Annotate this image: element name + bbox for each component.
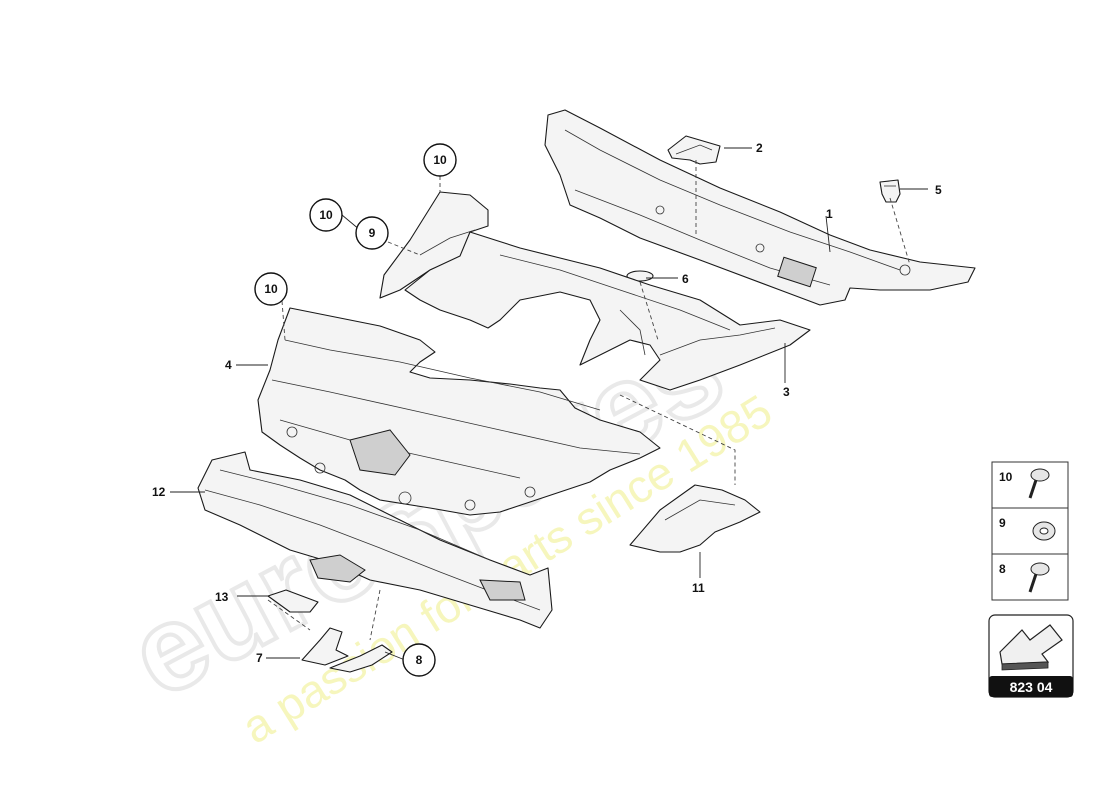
diagram-code: 823 04 bbox=[1010, 679, 1053, 695]
washer-icon bbox=[1032, 521, 1056, 541]
callout-6: 6 bbox=[682, 272, 689, 286]
callout-8: 8 bbox=[416, 653, 423, 667]
fastener-legend: 10 9 8 bbox=[991, 461, 1069, 601]
callout-12: 12 bbox=[152, 485, 166, 499]
callout-10-low: 10 bbox=[264, 282, 278, 296]
legend-number-9: 9 bbox=[999, 516, 1006, 530]
callout-9: 9 bbox=[369, 226, 376, 240]
diagram-code-badge: 823 04 bbox=[988, 614, 1074, 698]
part-3-upper-pan bbox=[404, 231, 811, 391]
part-13-bracket bbox=[267, 589, 319, 613]
part-8-bracket bbox=[329, 644, 393, 673]
legend-number-8: 8 bbox=[999, 562, 1006, 576]
legend-number-10: 10 bbox=[999, 470, 1013, 484]
part-12-front-beam bbox=[197, 451, 553, 629]
callout-5: 5 bbox=[935, 183, 942, 197]
part-1-crossmember bbox=[544, 109, 976, 306]
callout-11: 11 bbox=[692, 581, 705, 595]
callout-4: 4 bbox=[225, 358, 232, 372]
callout-3: 3 bbox=[783, 385, 790, 399]
part-11-shield bbox=[629, 484, 761, 553]
callout-10-mid: 10 bbox=[319, 208, 333, 222]
callouts: 1 2 3 4 5 6 7 11 12 13 10 10 9 10 8 bbox=[152, 141, 942, 677]
part-6-grommet bbox=[626, 270, 654, 282]
callout-1: 1 bbox=[826, 207, 833, 221]
bolt-icon bbox=[1028, 562, 1050, 593]
arrow-icon bbox=[999, 624, 1063, 671]
part-7-bracket bbox=[301, 627, 349, 666]
callout-13: 13 bbox=[215, 590, 229, 604]
callout-2: 2 bbox=[756, 141, 763, 155]
callout-10-top: 10 bbox=[433, 153, 447, 167]
callout-7: 7 bbox=[256, 651, 263, 665]
part-4-under-tray bbox=[257, 307, 661, 516]
bolt-icon bbox=[1028, 468, 1050, 499]
part-2-cover bbox=[667, 135, 721, 165]
part-5-clip bbox=[879, 179, 901, 203]
